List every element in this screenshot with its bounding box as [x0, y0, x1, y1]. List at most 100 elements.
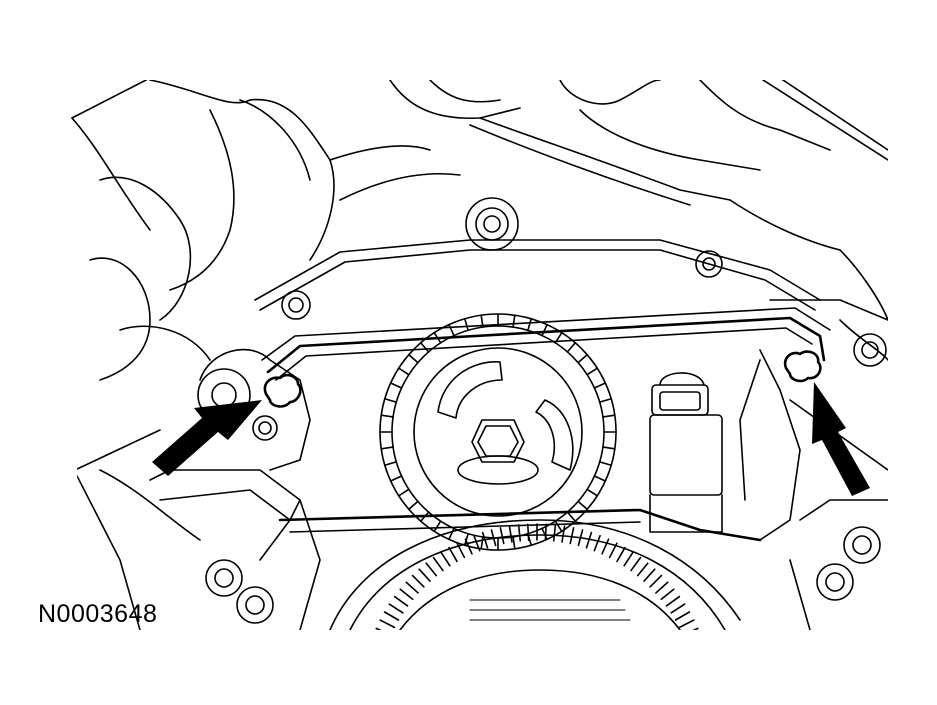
crank-gear-tooth — [370, 646, 385, 651]
crank-gear-tooth — [418, 568, 431, 582]
camshaft-sprocket — [379, 313, 617, 551]
crank-gear-tooth — [593, 534, 601, 552]
gear-tooth — [512, 314, 516, 328]
crank-gear-tooth — [682, 627, 699, 630]
crank-gear-tooth — [686, 637, 701, 643]
crank-gear-tooth — [696, 682, 712, 684]
crank-gear-tooth — [440, 551, 451, 567]
gear-tooth — [380, 414, 394, 418]
crank-gear-tooth — [365, 663, 381, 666]
gear-tooth — [389, 475, 403, 482]
gear-tooth — [419, 342, 430, 353]
gear-tooth — [598, 461, 613, 467]
crank-gear-tooth — [383, 611, 400, 621]
crank-gear-tooth — [649, 574, 663, 588]
gear-tooth — [389, 382, 403, 389]
gear-tooth — [566, 511, 577, 522]
crank-gear-tooth — [432, 556, 444, 572]
crank-gear-tooth — [490, 529, 497, 547]
crank-gear-tooth — [697, 691, 713, 692]
gear-tooth — [380, 446, 394, 450]
crank-gear-tooth — [689, 646, 704, 651]
gear-tooth — [586, 367, 599, 376]
crank-gear-tooth — [464, 538, 473, 555]
figure-id-label: N0003648 — [38, 600, 158, 628]
crank-gear-tooth — [601, 538, 610, 555]
gear-tooth — [593, 382, 607, 389]
sealant-blob-right — [783, 350, 822, 383]
crank-gear-tooth — [363, 672, 379, 675]
gear-tooth — [512, 536, 516, 550]
gear-tooth — [602, 414, 616, 418]
crank-gear-tooth — [608, 542, 618, 559]
crank-gear-tooth — [674, 611, 691, 621]
gear-tooth — [408, 500, 419, 511]
crank-gear-tooth — [473, 534, 481, 552]
gear-tooth — [383, 397, 398, 403]
crank-gear-tooth — [665, 595, 681, 607]
crank-gear-tooth — [361, 691, 377, 692]
crank-gear-tooth — [616, 546, 626, 563]
crank-gear-tooth — [678, 619, 695, 629]
gear-tooth — [554, 331, 563, 344]
crank-gear-tooth — [694, 663, 710, 666]
crank-gear-tooth — [399, 588, 414, 601]
crank-gear-tooth — [456, 542, 466, 559]
gear-tooth — [448, 323, 455, 337]
crank-gear-tooth — [695, 672, 711, 675]
crank-gear-tooth — [375, 627, 392, 630]
crank-gear-tooth — [569, 527, 575, 545]
gear-tooth — [463, 317, 469, 332]
gear-tooth — [541, 323, 548, 337]
gear-tooth — [433, 331, 442, 344]
gear-tooth — [577, 353, 588, 364]
crank-gear-tooth — [411, 574, 425, 588]
crank-gear-tooth — [670, 603, 686, 614]
callout-arrow-right — [812, 382, 870, 496]
crank-gear-tooth — [379, 619, 396, 629]
crank-gear-tooth — [373, 637, 388, 643]
crank-gear-tooth — [499, 527, 505, 545]
gear-tooth — [448, 527, 455, 541]
crank-gear-tooth — [526, 523, 530, 542]
crank-gear-tooth — [481, 531, 489, 549]
crank-gear-tooth — [388, 603, 404, 614]
gear-tooth — [397, 367, 410, 376]
sealant-blob-left — [263, 373, 302, 408]
gear-tooth — [480, 314, 484, 328]
gear-tooth — [408, 353, 419, 364]
crank-gear-tooth — [544, 523, 548, 542]
crank-gear-tooth — [655, 581, 669, 594]
crank-gear-tooth — [561, 525, 566, 543]
crank-gear-tooth — [508, 525, 513, 543]
crank-gear-tooth — [552, 524, 557, 542]
crank-gear-tooth — [393, 595, 409, 607]
crank-gear-tooth — [517, 524, 522, 542]
gear-tooth — [397, 488, 410, 497]
crank-gear-tooth — [630, 556, 642, 572]
callout-arrow-left — [152, 400, 262, 476]
crank-gear-tooth — [643, 568, 656, 582]
gear-tooth — [480, 536, 484, 550]
background-components — [71, 80, 888, 692]
gear-tooth — [593, 475, 607, 482]
gear-tooth — [577, 500, 588, 511]
crank-gear-tooth — [577, 529, 584, 547]
gear-tooth — [383, 461, 398, 467]
gear-tooth — [527, 317, 533, 332]
gear-tooth — [566, 342, 577, 353]
crank-gear-tooth — [636, 562, 649, 577]
gear-tooth — [586, 488, 599, 497]
crank-gear-tooth — [362, 682, 378, 684]
crank-gear-tooth — [585, 531, 593, 549]
crank-gear-tooth — [660, 588, 675, 601]
crank-gear-tooth — [623, 551, 634, 567]
gear-tooth — [554, 520, 563, 533]
gear-tooth — [602, 446, 616, 450]
crank-gear-tooth — [405, 581, 419, 594]
crank-gear-tooth — [448, 546, 458, 563]
gear-tooth — [433, 520, 442, 533]
crank-gear-tooth — [425, 562, 438, 577]
